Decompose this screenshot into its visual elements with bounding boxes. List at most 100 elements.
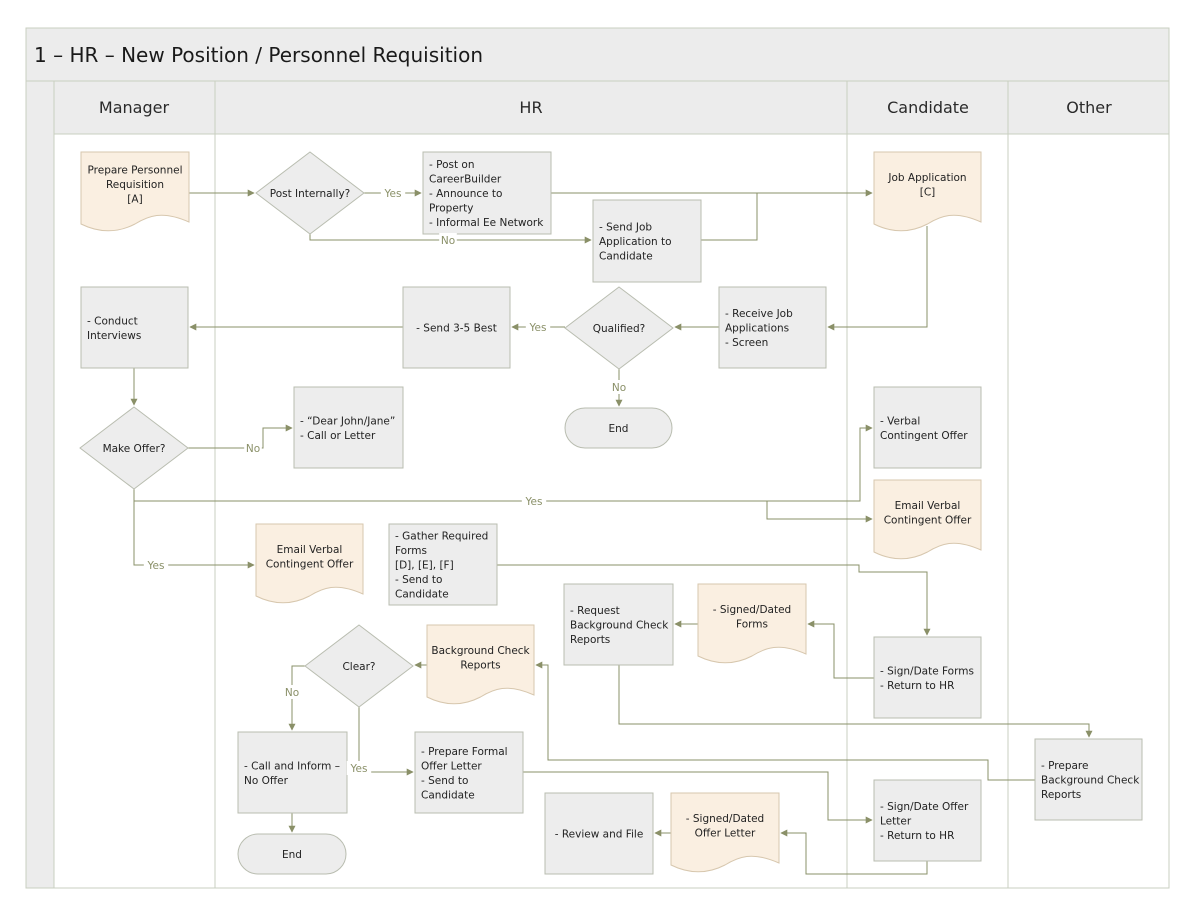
connector-label-bg	[346, 761, 372, 775]
node-receive-applications[interactable]	[718, 286, 827, 369]
node-call-inform[interactable]	[237, 731, 348, 814]
node-send-job-application[interactable]	[592, 199, 702, 283]
connector-clear-no-to-call-inform	[288, 665, 305, 731]
connector-send-application-merge	[701, 193, 758, 241]
connector-sign-forms-to-signed-forms	[807, 620, 874, 679]
node-background-reports-label-line: Background Check	[431, 645, 530, 657]
node-call-inform-label: - Call and Inform –No Offer	[244, 760, 340, 787]
node-gather-forms-label-line: - Gather Required	[395, 531, 488, 543]
node-end-hr-label-line: End	[609, 423, 629, 435]
node-receive-applications-label-line: - Screen	[725, 337, 768, 349]
node-job-application[interactable]	[873, 151, 982, 232]
node-conduct-interviews[interactable]	[80, 286, 189, 369]
pool-title-bar	[25, 27, 1170, 82]
connector-label-no: No	[441, 235, 455, 247]
node-signed-offer-letter[interactable]	[670, 792, 780, 873]
node-background-reports[interactable]	[426, 624, 535, 705]
connector-decision-no-to-send-application	[309, 234, 592, 244]
node-prepare-offer-letter-label-line: Candidate	[421, 789, 475, 801]
node-gather-forms-label-line: Candidate	[395, 589, 449, 601]
node-review-file[interactable]	[544, 792, 654, 875]
connector-label-yes: Yes	[525, 496, 543, 508]
node-sign-forms-label-line: - Sign/Date Forms	[880, 665, 974, 677]
node-send-job-application-label-line: - Send Job	[599, 222, 652, 234]
node-prepare-background[interactable]	[1034, 738, 1143, 821]
node-post-careerbuilder-label-line: CareerBuilder	[429, 174, 502, 186]
diagram-title: 1 – HR – New Position / Personnel Requis…	[34, 43, 483, 67]
node-email-offer-candidate[interactable]	[873, 479, 982, 560]
node-qualified[interactable]	[564, 286, 674, 370]
connector-label-bg	[525, 320, 551, 334]
node-send-best[interactable]	[402, 286, 511, 369]
node-post-careerbuilder-label-line: - Informal Ee Network	[429, 217, 544, 229]
node-prepare-requisition-label-line: [A]	[127, 194, 142, 206]
connector-make-offer-yes-to-verbal	[133, 424, 873, 502]
node-sign-forms[interactable]	[873, 636, 982, 719]
node-qualified-label: Qualified?	[593, 323, 646, 335]
node-signed-forms[interactable]	[697, 583, 807, 664]
connector-label-bg	[244, 441, 262, 455]
node-email-offer-hr-label-line: Email Verbal	[277, 544, 343, 556]
connector-yes-branch-to-email-candidate	[766, 501, 873, 523]
node-job-application-label-line: [C]	[920, 186, 936, 198]
pool: 1 – HR – New Position / Personnel Requis…	[25, 27, 1170, 889]
connector-label-bg	[521, 494, 547, 508]
node-email-offer-hr[interactable]	[255, 523, 364, 604]
node-prepare-requisition[interactable]	[80, 151, 190, 232]
node-receive-applications-label-line: Applications	[725, 323, 789, 335]
node-sign-offer-letter[interactable]	[873, 779, 982, 862]
node-verbal-offer-label-line: - Verbal	[880, 415, 920, 427]
node-send-best-label: - Send 3-5 Best	[416, 323, 497, 335]
node-email-offer-candidate-label-line: Email Verbal	[895, 500, 961, 512]
node-make-offer-label-line: Make Offer?	[103, 443, 166, 455]
node-request-background[interactable]	[563, 583, 674, 666]
node-call-inform-label-line: No Offer	[244, 775, 289, 787]
lane-headers: Manager HR Candidate Other	[53, 80, 1170, 135]
node-review-file-label-line: - Review and File	[555, 829, 644, 841]
node-signed-offer-letter-label-line: Offer Letter	[695, 827, 756, 839]
node-end-hr[interactable]	[564, 407, 673, 449]
node-conduct-interviews-label-line: - Conduct	[87, 315, 138, 327]
node-post-careerbuilder[interactable]	[422, 151, 552, 235]
lane-label-candidate: Candidate	[887, 98, 969, 117]
node-make-offer-label: Make Offer?	[103, 443, 166, 455]
node-end-manager[interactable]	[237, 833, 347, 875]
connector-label-no: No	[612, 382, 626, 394]
node-post-internally[interactable]	[255, 151, 365, 235]
node-dear-john[interactable]	[293, 386, 404, 469]
connector-label-bg	[283, 685, 301, 699]
node-conduct-interviews-label-line: Interviews	[87, 330, 141, 342]
node-review-file-label: - Review and File	[555, 829, 644, 841]
node-clear-label-line: Clear?	[342, 661, 375, 673]
node-job-application-label-line: Job Application	[887, 172, 966, 184]
connector-label-yes: Yes	[529, 322, 547, 334]
connector-prepare-background-to-reports	[535, 661, 1035, 781]
node-job-application-label: Job Application [C]	[887, 172, 966, 199]
node-post-careerbuilder-label-line: - Announce to	[429, 188, 502, 200]
node-prepare-offer-letter-label-line: Offer Letter	[421, 760, 482, 772]
node-clear-label: Clear?	[342, 661, 375, 673]
node-verbal-offer[interactable]	[873, 386, 982, 469]
node-send-job-application-label-line: Application to	[599, 236, 672, 248]
connector-job-application-to-receive	[827, 226, 928, 331]
node-prepare-offer-letter[interactable]	[414, 731, 524, 814]
node-gather-forms[interactable]	[388, 523, 498, 606]
connector-label-no: No	[246, 443, 260, 455]
node-clear[interactable]	[304, 624, 414, 708]
connector-make-offer-no-to-dear-john	[188, 424, 293, 449]
pool-left-strip	[25, 80, 55, 889]
node-make-offer[interactable]	[79, 406, 189, 490]
node-prepare-offer-letter-label-line: - Prepare Formal	[421, 746, 508, 758]
